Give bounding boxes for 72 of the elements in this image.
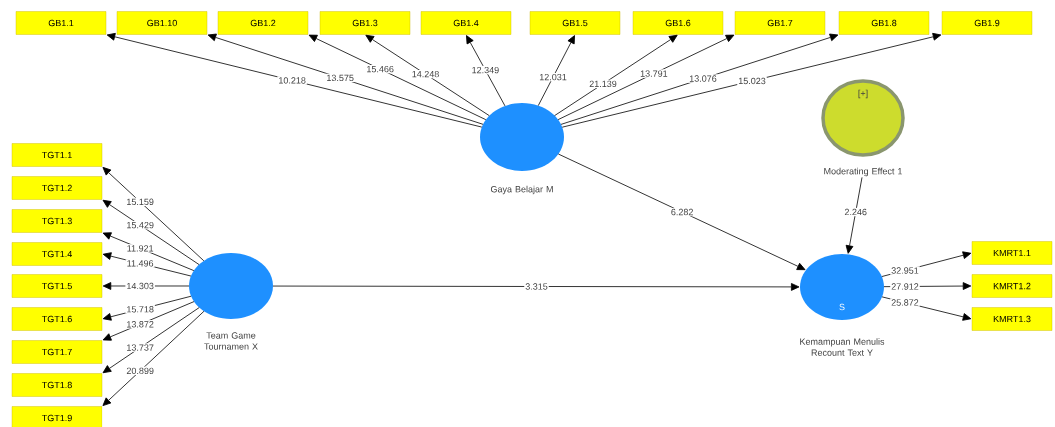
arrow [365, 34, 490, 117]
indicator-box: KMRT1.3 [971, 307, 1053, 331]
plus-sign: [+] [858, 89, 868, 99]
arrow [102, 307, 200, 374]
arrow [102, 232, 195, 271]
edge-label: 20.899 [125, 366, 155, 375]
arrow [537, 35, 575, 107]
arrow [106, 32, 483, 128]
indicator-box: KMRT1.1 [971, 241, 1053, 265]
edge-label: 32.951 [890, 266, 920, 275]
indicator-box: GB1.2 [217, 11, 309, 35]
construct-mark: S [839, 303, 845, 311]
construct-name: Moderating Effect 1 [824, 167, 902, 177]
indicator-box: GB1.9 [941, 11, 1033, 35]
edge-label: 10.218 [277, 76, 307, 85]
edge-label: 6.282 [669, 207, 695, 217]
edge-label: 27.912 [890, 282, 920, 291]
indicator-box: TGT1.5 [11, 274, 103, 298]
indicator-box: GB1.4 [420, 11, 512, 35]
indicator-box: GB1.1 [15, 11, 107, 35]
edge-label: 13.791 [639, 69, 669, 78]
arrow [557, 153, 806, 271]
arrow [272, 283, 800, 291]
indicator-box: TGT1.2 [11, 176, 103, 200]
edge-label: 13.737 [125, 343, 155, 352]
arrow [308, 34, 487, 121]
edge-label: 12.349 [470, 65, 501, 75]
arrow [102, 166, 205, 262]
edge-label: 11.921 [125, 244, 155, 253]
indicator-box: TGT1.1 [11, 143, 103, 167]
arrow [102, 301, 195, 341]
arrow [561, 32, 942, 128]
edge-label: 15.718 [125, 305, 155, 314]
edge-label: 14.303 [125, 281, 155, 291]
edge-label: 25.872 [890, 298, 920, 307]
edge-label: 11.496 [125, 259, 155, 268]
indicator-box: GB1.8 [838, 11, 930, 35]
edge-label: 13.076 [688, 74, 718, 83]
arrow [560, 33, 839, 125]
indicator-box: TGT1.6 [11, 307, 103, 331]
indicator-box: TGT1.3 [11, 209, 103, 233]
arrow [207, 33, 484, 125]
edge-label: 13.872 [125, 320, 155, 329]
edge-label: 13.575 [325, 73, 355, 83]
indicator-box: GB1.6 [632, 11, 724, 35]
edge-label: 12.031 [538, 72, 568, 82]
construct-name: Kemampuan Menulis Recount Text Y [800, 338, 885, 356]
construct-name: Gaya Belajar M [490, 185, 553, 195]
edge-label: 2.246 [843, 207, 868, 217]
arrow [466, 35, 506, 107]
arrow [102, 199, 200, 265]
indicator-box: KMRT1.2 [971, 274, 1053, 298]
edge-label: 15.023 [737, 76, 767, 86]
indicator-box: GB1.7 [734, 11, 826, 35]
edge-label: 21.139 [588, 79, 618, 89]
indicator-box: TGT1.4 [11, 242, 103, 266]
edge-label: 15.429 [125, 220, 155, 230]
edge-label: 14.248 [410, 69, 441, 79]
indicator-box: GB1.10 [116, 11, 208, 35]
arrow [557, 34, 735, 121]
construct-name: Team Game Tournamen X [204, 332, 258, 350]
edge-label: 15.159 [125, 197, 155, 206]
arrow [845, 177, 863, 254]
indicator-box: TGT1.8 [11, 373, 103, 397]
indicator-box: GB1.3 [319, 11, 411, 35]
indicator-box: GB1.5 [529, 11, 621, 35]
indicator-box: TGT1.9 [11, 406, 103, 427]
arrow [102, 310, 205, 406]
arrow [554, 34, 678, 116]
indicator-box: TGT1.7 [11, 340, 103, 364]
edge-label: 3.315 [524, 282, 549, 291]
edge-label: 15.466 [365, 64, 395, 74]
